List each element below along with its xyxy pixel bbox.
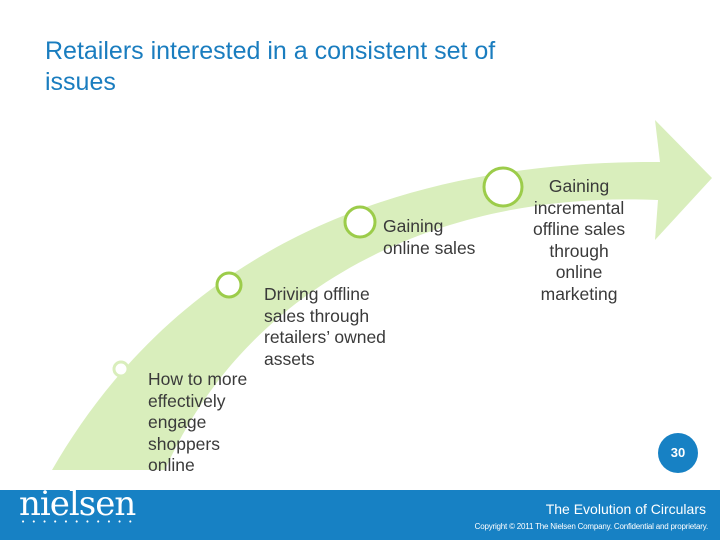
slide-title: Retailers interested in a consistent set… bbox=[45, 37, 496, 96]
step-label-3: Gaining online sales bbox=[383, 216, 476, 258]
nielsen-logo: nielsen bbox=[19, 484, 136, 524]
copyright-notice: Copyright © 2011 The Nielsen Company. Co… bbox=[474, 522, 709, 531]
step-label-1: How to more effectively engage shoppers … bbox=[148, 369, 248, 475]
presentation-title: The Evolution of Circulars bbox=[545, 501, 706, 517]
step-label-4: Gaining incremental offline sales throug… bbox=[533, 176, 626, 304]
step-marker-3 bbox=[343, 205, 377, 239]
step-marker-2 bbox=[215, 271, 243, 299]
logo-dots-decoration: ••••••••••• bbox=[21, 518, 140, 526]
step-marker-4 bbox=[482, 166, 524, 208]
step-marker-1 bbox=[112, 360, 130, 378]
curved-arrow-shape bbox=[52, 120, 712, 470]
page-number-badge: 30 bbox=[658, 433, 698, 473]
footer-bar bbox=[0, 490, 720, 540]
step-label-2: Driving offline sales through retailers’… bbox=[264, 284, 386, 369]
